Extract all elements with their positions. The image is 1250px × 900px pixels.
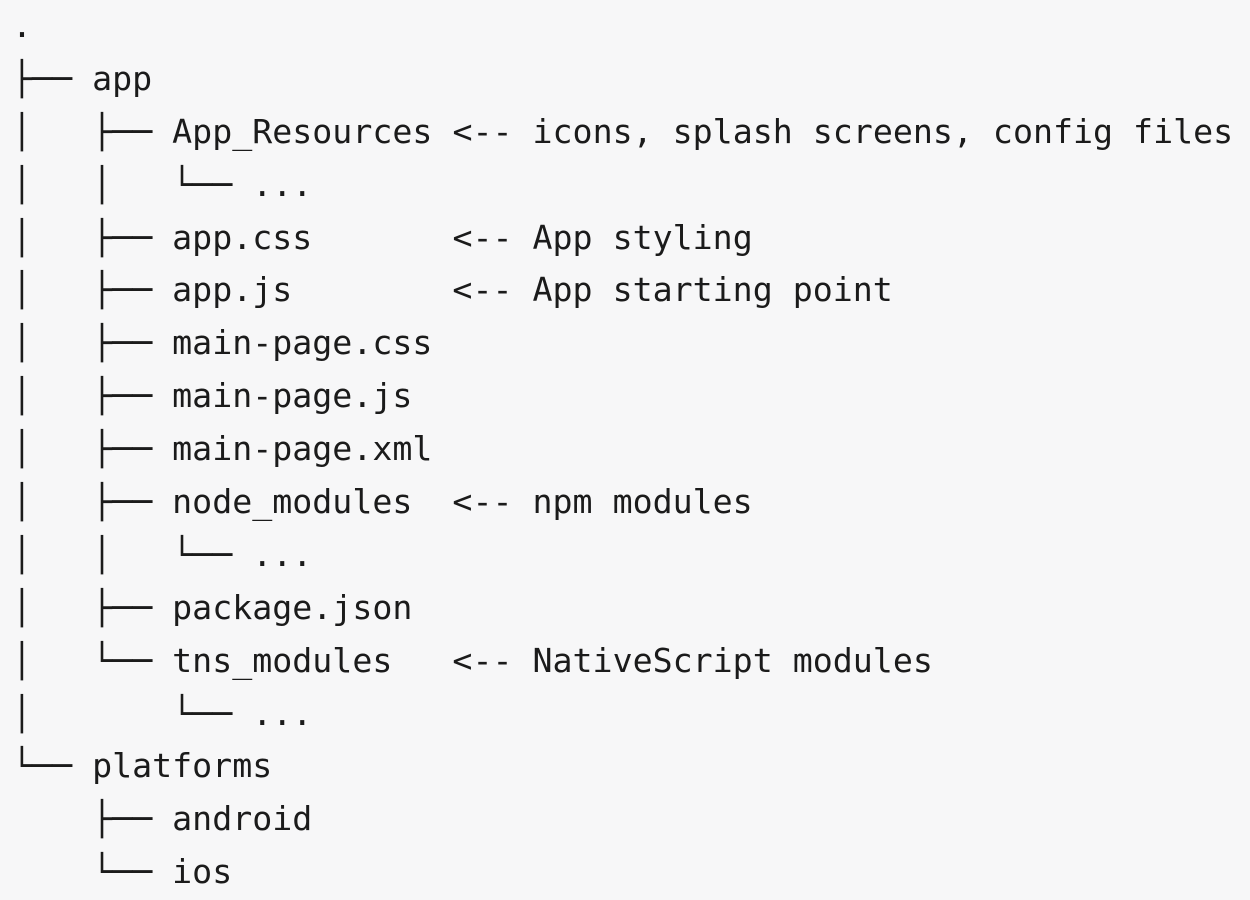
gap-spaces — [312, 218, 452, 257]
tree-branch-glyphs: └── — [12, 852, 173, 892]
gap-spaces — [292, 270, 452, 309]
node-comment: <-- App starting point — [452, 270, 893, 310]
node-name: app.js — [172, 270, 293, 310]
node-comment: <-- npm modules — [452, 482, 753, 522]
node-name: package.json — [172, 587, 413, 627]
node-name: . — [12, 6, 33, 45]
tree-row: │ ├── package.json — [12, 582, 1250, 635]
tree-branch-glyphs: │ ├── — [12, 482, 173, 522]
node-name: android — [172, 799, 313, 839]
tree-row: └── platforms — [12, 740, 1250, 793]
tree-branch-glyphs: │ ├── — [12, 270, 173, 310]
tree-row: . — [12, 0, 1250, 53]
gap-spaces — [432, 112, 452, 151]
tree-row: │ └── ... — [12, 688, 1250, 741]
tree-branch-glyphs: │ ├── — [12, 587, 173, 627]
node-name: node_modules — [172, 482, 413, 522]
tree-branch-glyphs: ├── — [12, 799, 173, 839]
tree-row: │ │ └── ... — [12, 159, 1250, 212]
node-name: main-page.css — [172, 323, 433, 363]
tree-row: │ ├── App_Resources <-- icons, splash sc… — [12, 106, 1250, 159]
gap-spaces — [392, 641, 452, 680]
node-name: App_Resources — [172, 111, 433, 151]
tree-row: │ ├── main-page.js — [12, 370, 1250, 423]
tree-row: │ ├── main-page.css — [12, 317, 1250, 370]
tree-row: │ ├── main-page.xml — [12, 423, 1250, 476]
node-comment: <-- App styling — [452, 217, 753, 257]
tree-branch-glyphs: └── — [12, 746, 93, 786]
tree-row: ├── android — [12, 793, 1250, 846]
tree-row: │ ├── app.css <-- App styling — [12, 212, 1250, 265]
tree-branch-glyphs: │ ├── — [12, 217, 173, 257]
tree-branch-glyphs: │ ├── — [12, 323, 173, 363]
tree-row: │ ├── node_modules <-- npm modules — [12, 476, 1250, 529]
tree-branch-glyphs: │ └── — [12, 693, 253, 733]
tree-branch-glyphs: ├── — [12, 58, 93, 98]
tree-branch-glyphs: │ ├── — [12, 429, 173, 469]
node-name: ios — [172, 852, 233, 892]
gap-spaces — [412, 482, 452, 521]
tree-branch-glyphs: │ ├── — [12, 111, 173, 151]
tree-row: └── ios — [12, 846, 1250, 899]
node-name: ... — [252, 534, 313, 574]
node-name: ... — [252, 693, 313, 733]
node-name: platforms — [92, 746, 273, 786]
tree-row: ├── app — [12, 53, 1250, 106]
node-comment: <-- icons, splash screens, config files — [452, 111, 1234, 151]
tree-row: │ │ └── ... — [12, 529, 1250, 582]
node-name: app — [92, 58, 153, 98]
tree-branch-glyphs: │ ├── — [12, 376, 173, 416]
tree-row: │ ├── app.js <-- App starting point — [12, 264, 1250, 317]
node-name: app.css — [172, 217, 313, 257]
node-name: ... — [252, 164, 313, 204]
node-name: main-page.js — [172, 376, 413, 416]
tree-row: │ └── tns_modules <-- NativeScript modul… — [12, 635, 1250, 688]
node-name: tns_modules — [172, 640, 393, 680]
tree-branch-glyphs: │ └── — [12, 640, 173, 680]
tree-branch-glyphs: │ │ └── — [12, 164, 253, 204]
tree-branch-glyphs: │ │ └── — [12, 534, 253, 574]
node-name: main-page.xml — [172, 429, 433, 469]
node-comment: <-- NativeScript modules — [452, 640, 933, 680]
